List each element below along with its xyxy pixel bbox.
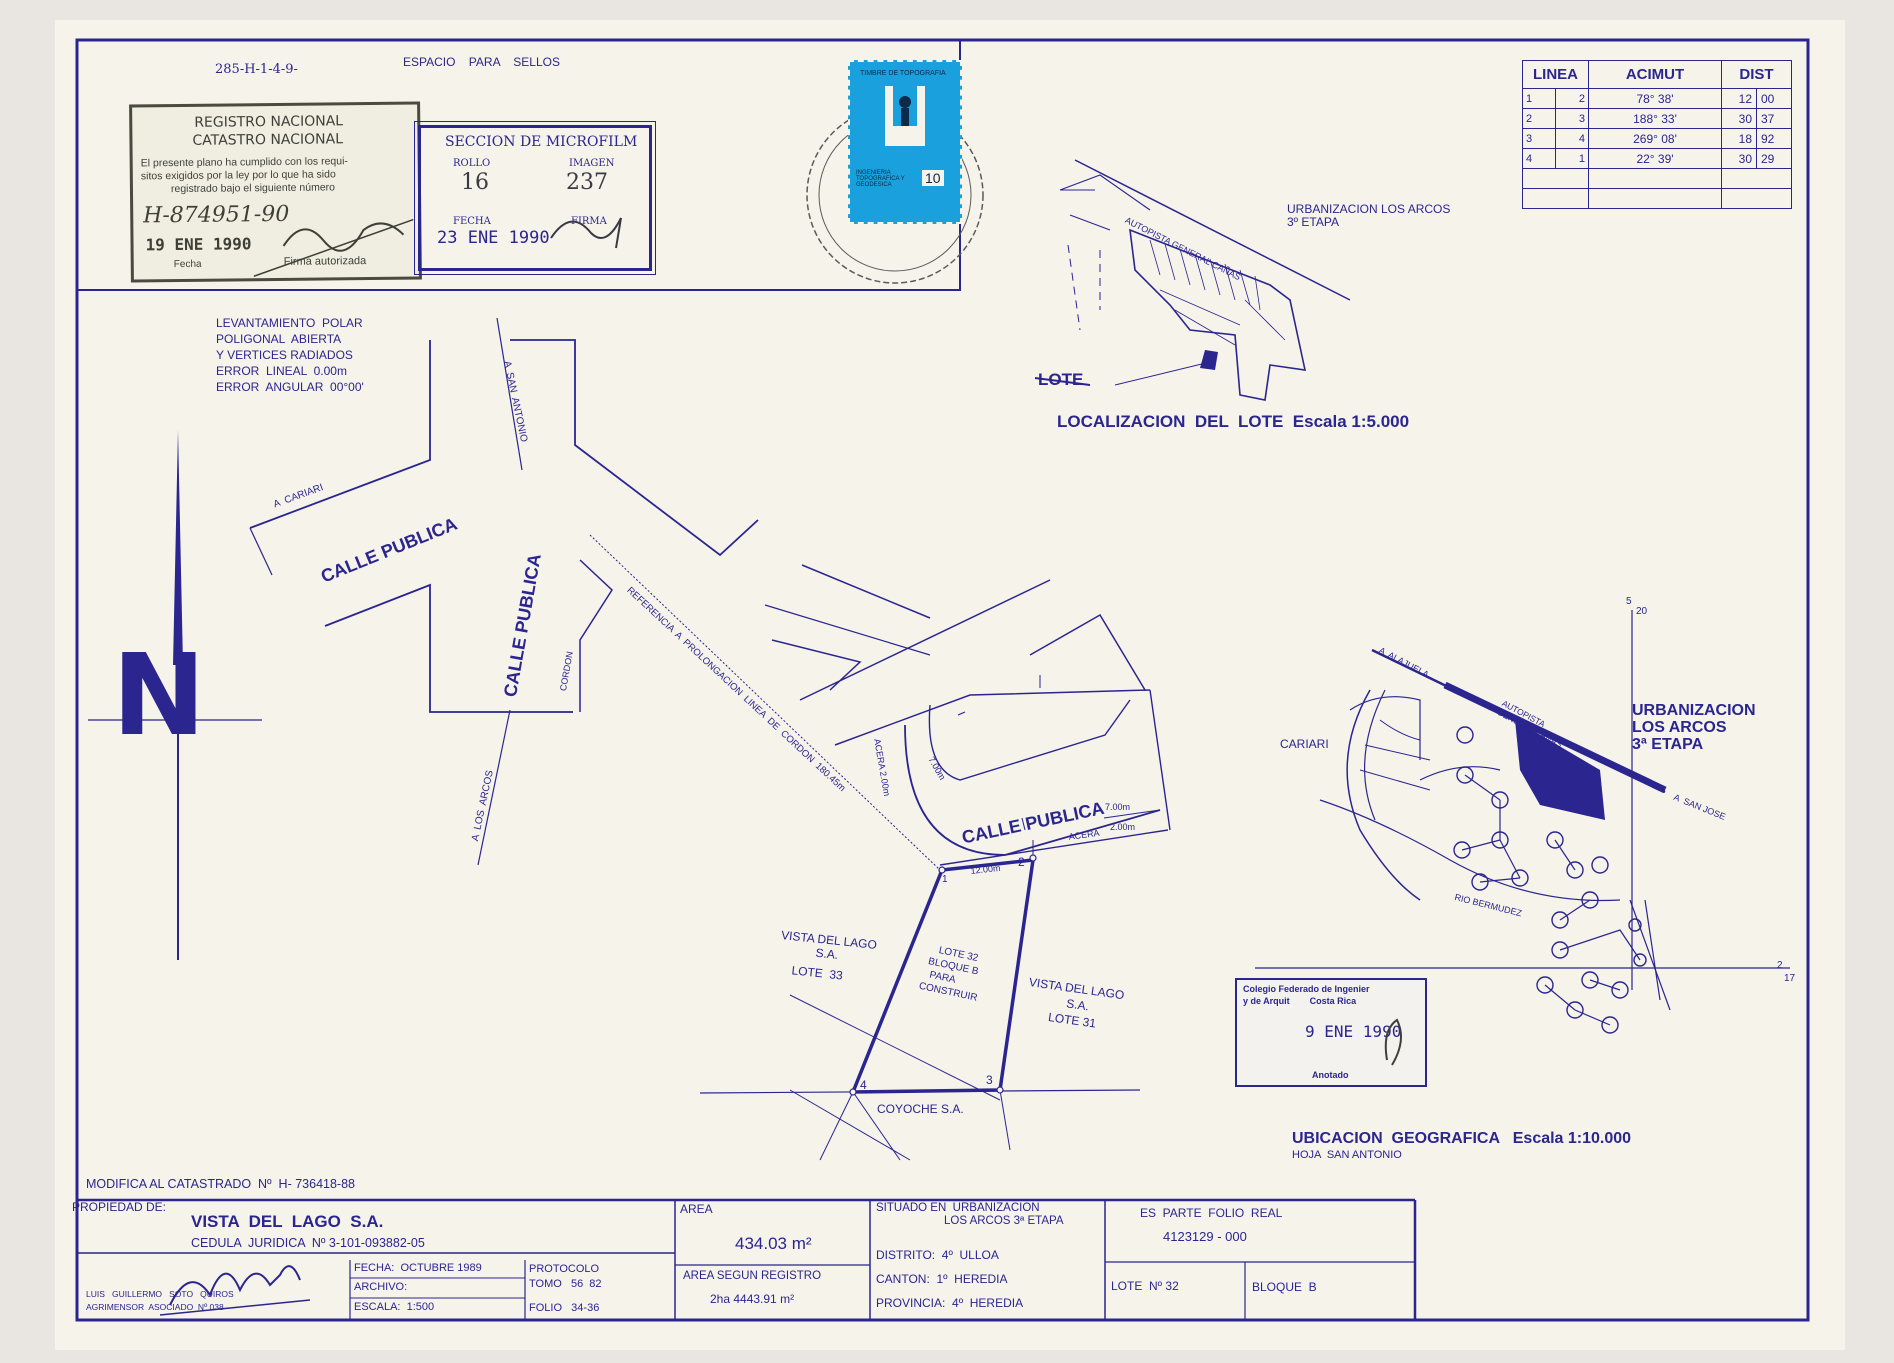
azimuth-cell-az: 269° 08'	[1588, 128, 1722, 149]
tomo: TOMO 56 82	[529, 1278, 602, 1290]
azimuth-cell-d1: 30	[1721, 148, 1757, 169]
sheet-border	[75, 38, 1810, 1322]
azimuth-cell-az: 22° 39'	[1588, 148, 1722, 169]
vertex-2: 2	[1018, 855, 1025, 869]
dim-2m-label: 2.00m	[1110, 822, 1136, 832]
geo-urbanizacion-2: LOS ARCOS	[1632, 719, 1727, 736]
microfilm-date: 23 ENE 1990	[437, 228, 550, 248]
geo-map-caption: UBICACION GEOGRAFICA Escala 1:10.000	[1292, 1130, 1632, 1147]
azimuth-cell-from: 4	[1522, 148, 1556, 169]
agrimensor-name: LUIS GUILLERMO SOTO QUIROS	[86, 1289, 234, 1299]
topografia-timbre: TIMBRE DE TOPOGRAFIA INGENIERIA TOPOGRAF…	[848, 60, 962, 224]
agrimensor-signature	[159, 1265, 311, 1316]
provincia: PROVINCIA: 4º HEREDIA	[876, 1296, 1024, 1310]
microfilm-imagen: 237	[566, 170, 608, 195]
dim-7m-right: 7.00m	[1105, 802, 1131, 812]
azimuth-cell-d2: 92	[1756, 128, 1792, 149]
coyoche-label: COYOCHE S.A.	[877, 1102, 964, 1116]
bloque: BLOQUE B	[1252, 1280, 1317, 1294]
azimuth-cell-d2: 00	[1756, 88, 1792, 109]
azimuth-cell-to: 2	[1555, 88, 1589, 109]
colegio-date: 9 ENE 1990	[1305, 1022, 1402, 1041]
stamp-space-label: ESPACIO PARA SELLOS	[403, 55, 560, 69]
azimuth-header-dist: DIST	[1721, 60, 1792, 89]
geo-urbanizacion-1: URBANIZACION	[1632, 702, 1756, 719]
azimuth-cell-to: 3	[1555, 108, 1589, 129]
folio-real: 4123129 - 000	[1163, 1229, 1247, 1244]
north-arrow-head	[173, 430, 183, 665]
location-urbanizacion-label: URBANIZACION LOS ARCOS	[1287, 202, 1451, 216]
geo-cariari: CARIARI	[1280, 737, 1329, 751]
situado-value: LOS ARCOS 3ª ETAPA	[944, 1215, 1064, 1227]
geo-grid-17: 17	[1784, 973, 1796, 984]
location-block	[1129, 228, 1307, 401]
vertex-3: 3	[986, 1073, 993, 1087]
archivo: ARCHIVO:	[354, 1281, 408, 1293]
cedula-juridica: CEDULA JURIDICA Nº 3-101-093882-05	[191, 1236, 425, 1250]
azimuth-cell-to: 1	[1555, 148, 1589, 169]
geo-urbanizacion-3: 3ª ETAPA	[1632, 736, 1704, 753]
microfilm-signature	[550, 217, 622, 249]
registry-area: 2ha 4443.91 m²	[710, 1292, 795, 1306]
azimuth-cell-d1: 12	[1721, 88, 1757, 109]
azimuth-cell-d2: 37	[1756, 108, 1792, 129]
azimuth-cell-d1: 30	[1721, 108, 1757, 129]
colegio-signature	[1384, 1018, 1402, 1066]
azimuth-header-acimut: ACIMUT	[1588, 60, 1722, 89]
modifica-catastrado: MODIFICA AL CATASTRADO Nº H- 736418-88	[86, 1177, 355, 1191]
distrito: DISTRITO: 4º ULLOA	[876, 1248, 999, 1262]
geo-grid-2: 2	[1777, 960, 1783, 971]
vertex-1: 1	[942, 874, 948, 885]
azimuth-header-linea: LINEA	[1522, 60, 1589, 89]
azimuth-cell-from: 1	[1522, 88, 1556, 109]
azimuth-cell-az: 188° 33'	[1588, 108, 1722, 129]
azimuth-cell-from: 3	[1522, 128, 1556, 149]
geo-grid-5: 5	[1626, 596, 1632, 607]
owner-name: VISTA DEL LAGO S.A.	[191, 1212, 384, 1231]
timbre-value: 10	[922, 170, 944, 186]
timbre-logo-icon	[885, 86, 925, 146]
canton: CANTON: 1º HEREDIA	[876, 1272, 1008, 1286]
geo-map-hoja: HOJA SAN ANTONIO	[1292, 1149, 1402, 1161]
fecha: FECHA: OCTUBRE 1989	[354, 1262, 482, 1274]
escala: ESCALA: 1:500	[354, 1301, 435, 1313]
azimuth-cell-d1: 18	[1721, 128, 1757, 149]
location-map-caption: LOCALIZACION DEL LOTE Escala 1:5.000	[1057, 412, 1410, 431]
lote-number: LOTE Nº 32	[1111, 1279, 1179, 1293]
microfilm-stamp: SECCION DE MICROFILM ROLLO IMAGEN 16 237…	[414, 121, 656, 275]
location-lote-label: LOTE	[1038, 370, 1084, 389]
microfilm-rollo: 16	[461, 170, 489, 195]
registro-nacional-stamp: REGISTRO NACIONAL CATASTRO NACIONAL El p…	[129, 101, 422, 283]
azimuth-cell-d2: 29	[1756, 148, 1792, 169]
folio-protocolo: FOLIO 34-36	[529, 1302, 600, 1314]
azimuth-cell-az: 78° 38'	[1588, 88, 1722, 109]
registro-signature	[253, 218, 414, 277]
azimuth-cell-to: 4	[1555, 128, 1589, 149]
lot-area: 434.03 m²	[735, 1234, 812, 1253]
azimuth-cell-from: 2	[1522, 108, 1556, 129]
geo-grid-20: 20	[1636, 606, 1648, 617]
reference-code: 285-H-1-4-9-	[215, 62, 298, 77]
agrimensor-license: AGRIMENSOR ASOCIADO Nº 038	[86, 1302, 224, 1312]
vertex-4: 4	[860, 1078, 867, 1092]
north-arrow-letter: N	[112, 631, 206, 761]
colegio-stamp: Colegio Federado de Ingenier y de Arquit…	[1235, 978, 1427, 1087]
